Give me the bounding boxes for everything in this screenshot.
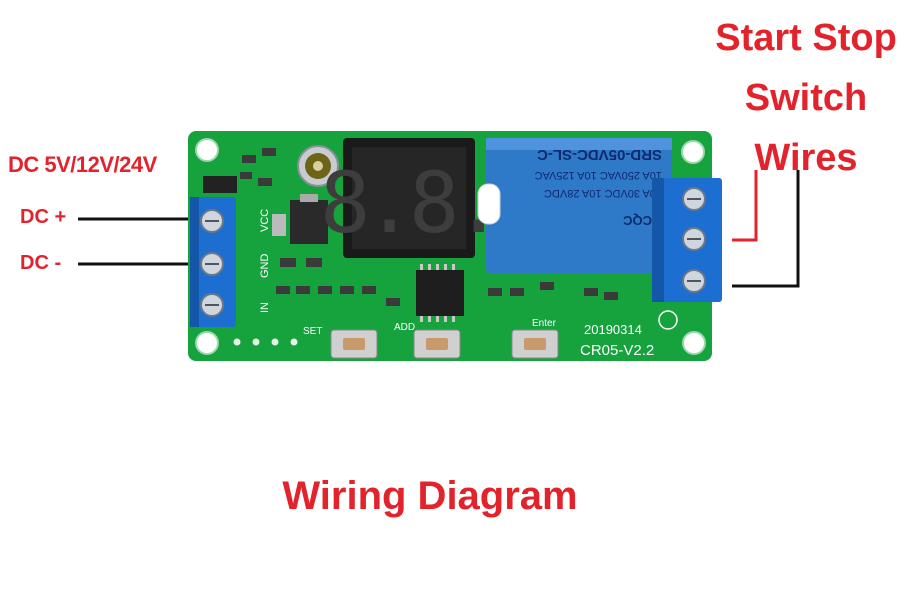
model-code: CR05-V2.2: [580, 342, 654, 359]
display-digits: 8.8.: [320, 154, 498, 252]
relay-rating-ac: 10A 250VAC 10A 125VAC: [535, 169, 662, 181]
switch-label-line-2: Switch: [744, 77, 868, 119]
silk-vcc: VCC: [259, 209, 271, 232]
relay-model-text: SRD-05VDC-SL-C: [537, 146, 662, 163]
mount-hole-bl: [195, 331, 219, 355]
tact-buttons: [330, 329, 559, 359]
relay-markings: SRD-05VDC-SL-C 10A 250VAC 10A 125VAC 10A…: [535, 146, 662, 228]
seven-segment-display: 8.8.: [320, 138, 504, 258]
relay-rating-dc: 10A 30VDC 10A 28VDC: [544, 187, 662, 199]
mount-hole-tl: [195, 138, 219, 162]
switch-label-line-3: Wires: [754, 137, 858, 179]
capacitor: [297, 145, 339, 187]
mount-hole-tr: [681, 140, 705, 164]
supply-voltage-label: DC 5V/12V/24V: [8, 152, 157, 177]
input-terminal-block: [190, 197, 236, 327]
diagram-title: Wiring Diagram: [282, 474, 578, 518]
relay-cert: CQC: [623, 213, 653, 228]
mount-hole-br: [682, 331, 706, 355]
header-pads: [233, 338, 298, 346]
silk-in: IN: [259, 302, 271, 313]
ic-chip: [416, 264, 464, 322]
silk-add: ADD: [394, 322, 415, 333]
silk-set: SET: [303, 326, 322, 337]
switch-wire-black: [732, 170, 800, 288]
switch-wire-red: [732, 170, 758, 242]
ground-symbol: [658, 310, 678, 330]
switch-wires-label: Start Stop Switch Wires: [706, 8, 904, 188]
relay-terminal-block: [652, 178, 722, 302]
relay: [477, 138, 672, 274]
dc-minus-label: DC -: [20, 252, 62, 274]
silk-enter: Enter: [532, 318, 557, 329]
dc-plus-label: DC +: [20, 206, 67, 228]
silk-gnd: GND: [259, 254, 271, 279]
switch-label-line-1: Start Stop: [715, 17, 897, 59]
date-code: 20190314: [584, 322, 642, 337]
smd-components: [203, 148, 618, 306]
